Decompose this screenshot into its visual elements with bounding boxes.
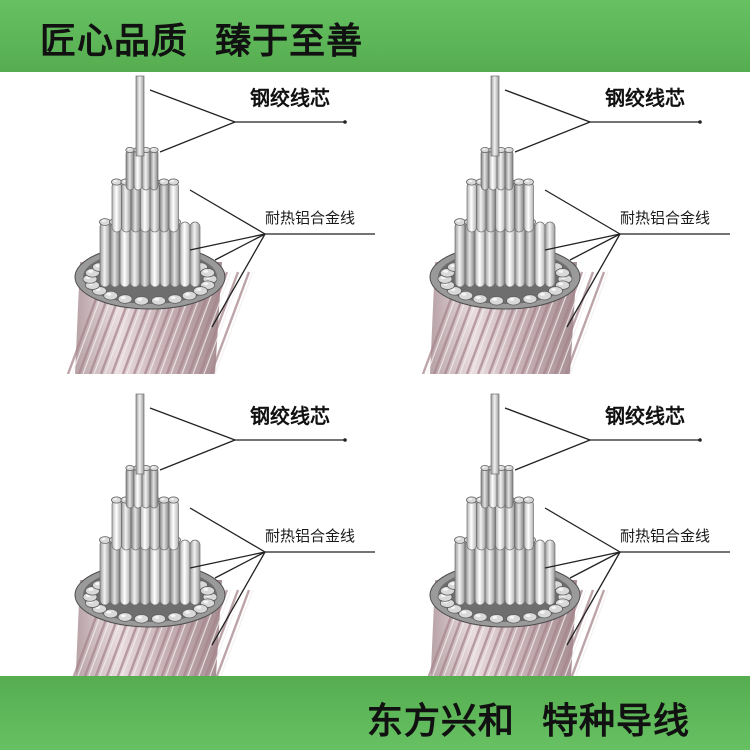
alloy-wire-label: 耐热铝合金线 [265,527,356,545]
cable-panel: 钢绞线芯 耐热铝合金线 [355,72,730,374]
top-banner: 匠心品质 臻于至善 [0,0,750,72]
steel-core-label: 钢绞线芯 [250,86,330,110]
steel-core-label: 钢绞线芯 [250,404,330,428]
alloy-wire-label: 耐热铝合金线 [620,527,711,545]
alloy-wire-label: 耐热铝合金线 [620,209,711,227]
cable-panel: 钢绞线芯 耐热铝合金线 [355,390,730,692]
bottom-slogan: 东方兴和 特种导线 [366,701,690,742]
top-slogan: 匠心品质 臻于至善 [40,21,364,62]
alloy-wire-label: 耐热铝合金线 [265,209,356,227]
steel-core-label: 钢绞线芯 [605,404,685,428]
bottom-banner: 东方兴和 特种导线 [0,676,750,750]
cable-panel: 钢绞线芯 耐热铝合金线 [0,72,375,374]
cable-panel: 钢绞线芯 耐热铝合金线 [0,390,375,692]
steel-core-label: 钢绞线芯 [605,86,685,110]
